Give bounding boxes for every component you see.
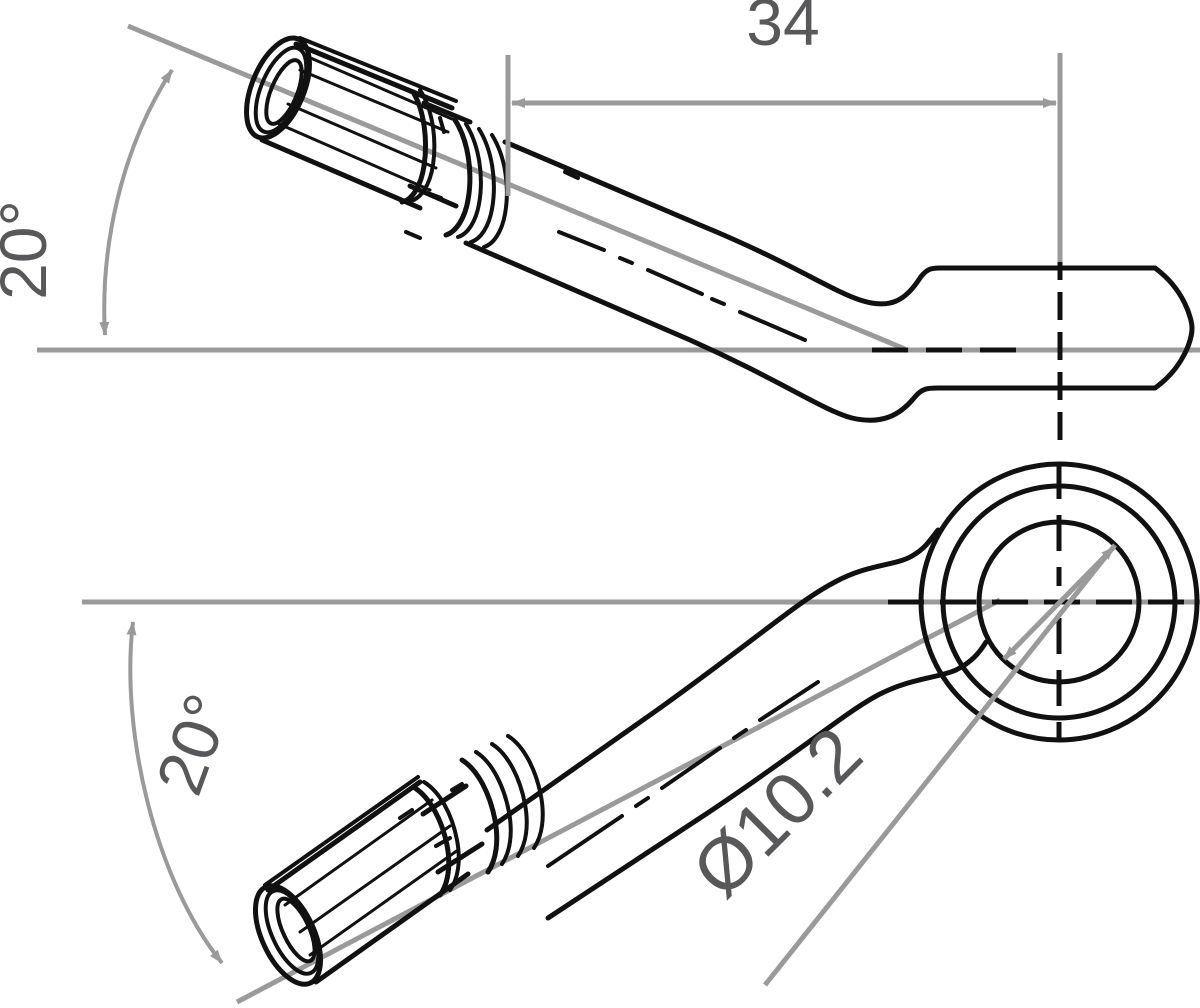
bottom-view-hose-fitting	[252, 734, 545, 987]
bottom-view-inclined-axis	[235, 597, 1002, 1005]
dimension-34-text: 34	[746, 0, 819, 59]
bottom-view-arm	[484, 527, 989, 921]
top-view-arm	[463, 139, 1195, 423]
top-view: 34 20°	[0, 0, 1200, 440]
dimension-diameter-leader	[763, 543, 1117, 987]
dimension-angle-20-bottom-text: 20°	[142, 685, 246, 804]
dimension-34-group	[505, 53, 1063, 262]
bottom-view-angle-arc	[126, 621, 224, 965]
dimension-angle-20-top-text: 20°	[0, 200, 60, 300]
dimension-diameter-arrow-pair	[1002, 545, 1116, 661]
top-view-hose-fitting	[244, 35, 580, 249]
top-view-inclined-axis	[127, 23, 906, 352]
top-view-angle-arc	[99, 68, 174, 336]
bottom-view: 20° Ø10.2	[82, 461, 1200, 1005]
